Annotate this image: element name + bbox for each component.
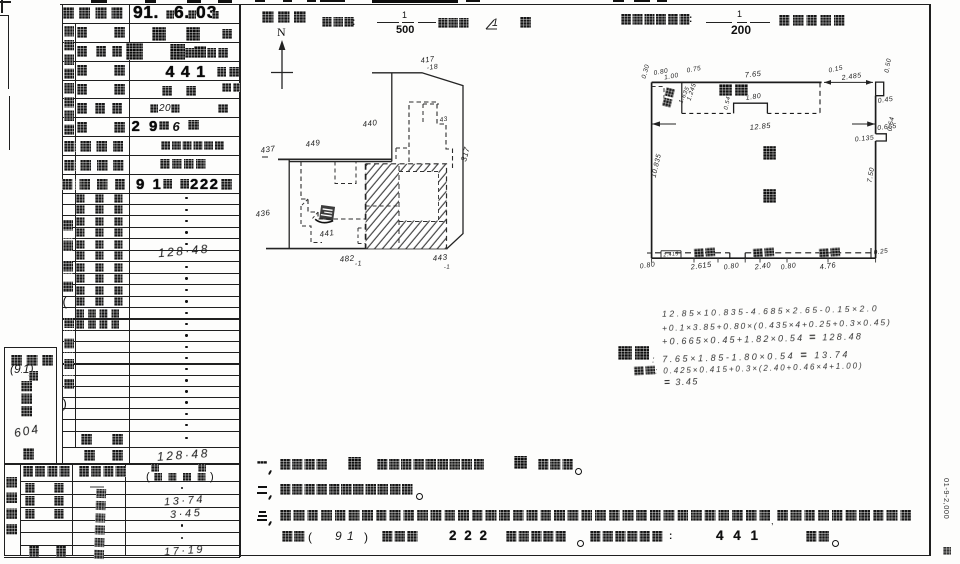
svg-text:482: 482 — [339, 253, 355, 264]
svg-text:0.25: 0.25 — [873, 248, 888, 257]
svg-text:0.135: 0.135 — [854, 134, 874, 143]
svg-text:2.40: 2.40 — [753, 260, 772, 271]
svg-text:0.80: 0.80 — [653, 68, 669, 77]
svg-text:417: 417 — [420, 54, 435, 65]
svg-text:0.54: 0.54 — [724, 96, 733, 111]
svg-text:0.80: 0.80 — [639, 261, 655, 270]
svg-text:7.50: 7.50 — [867, 167, 877, 184]
svg-text:0.80: 0.80 — [780, 262, 796, 271]
svg-text:-18: -18 — [426, 63, 438, 72]
svg-text:2.415: 2.415 — [662, 251, 679, 258]
svg-text:0.30: 0.30 — [641, 64, 652, 80]
svg-text:437: 437 — [260, 144, 276, 155]
svg-text:-1: -1 — [444, 264, 451, 271]
svg-text:443: 443 — [432, 252, 448, 263]
svg-text:0.54: 0.54 — [887, 116, 896, 132]
svg-text:0.50: 0.50 — [884, 58, 893, 74]
svg-text:436: 436 — [255, 208, 271, 219]
svg-text:0.665: 0.665 — [877, 123, 897, 132]
svg-text:317: 317 — [459, 146, 472, 163]
svg-text:7.65: 7.65 — [744, 69, 762, 80]
svg-text:1.00: 1.00 — [664, 72, 680, 81]
svg-text:0.75: 0.75 — [686, 65, 702, 74]
svg-text:10.835: 10.835 — [651, 153, 663, 178]
svg-text:2.485: 2.485 — [840, 72, 862, 82]
svg-text:12.85: 12.85 — [749, 121, 771, 132]
svg-text:1.80: 1.80 — [745, 93, 761, 102]
svg-text:0.15: 0.15 — [828, 65, 844, 75]
svg-text:449: 449 — [305, 138, 321, 149]
svg-text:4.76: 4.76 — [819, 260, 837, 271]
svg-text:-1: -1 — [354, 260, 362, 268]
svg-text:440: 440 — [362, 118, 378, 129]
svg-text:2.615: 2.615 — [689, 260, 713, 272]
svg-text:43: 43 — [439, 116, 448, 124]
svg-text:441: 441 — [319, 228, 335, 239]
svg-text:0.80: 0.80 — [723, 262, 739, 271]
svg-text:0.45: 0.45 — [877, 96, 893, 105]
